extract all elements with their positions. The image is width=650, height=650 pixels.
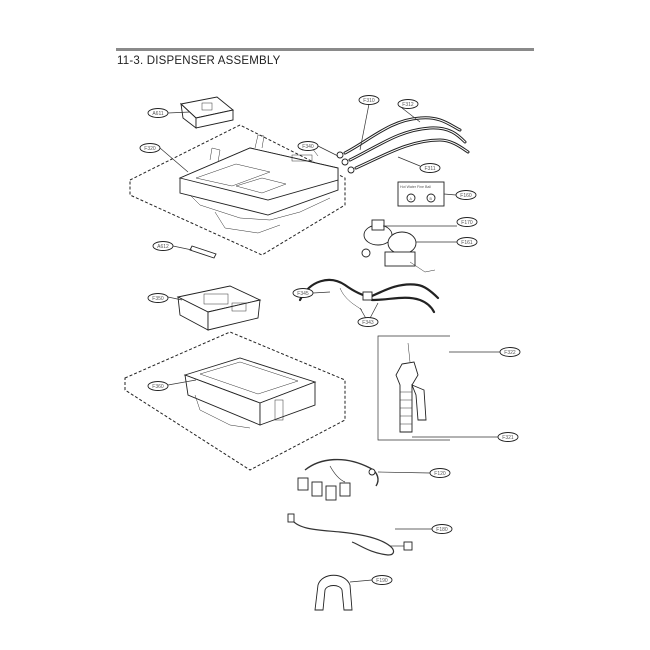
small-rod-part — [189, 245, 217, 259]
drain-tube — [395, 342, 427, 433]
callout-f311: F311 — [419, 163, 441, 173]
callout-f160: F160 — [455, 190, 477, 200]
svg-text:F160: F160 — [460, 193, 472, 199]
hose-bracket — [314, 574, 353, 611]
dispenser-housing-lower — [183, 357, 317, 429]
bracket-frame — [377, 335, 450, 441]
housing-outline-lower — [124, 331, 346, 471]
valve-label-text: Hot Water Fine Ball — [400, 185, 431, 189]
callout-f161: F161 — [456, 237, 478, 247]
connector-harness — [297, 458, 379, 501]
callout-f343: F343 — [357, 317, 379, 327]
sensor-cable — [287, 513, 413, 556]
svg-text:F321: F321 — [502, 435, 514, 441]
svg-text:F340: F340 — [302, 144, 314, 150]
svg-text:F161: F161 — [461, 240, 473, 246]
valve-label-plate: Hot Water Fine Ball A B — [397, 181, 445, 207]
callout-a612: A612 — [152, 241, 174, 251]
valve-badge-a: A — [410, 197, 413, 201]
svg-text:F350: F350 — [152, 296, 164, 302]
housing-outline-upper — [129, 124, 346, 256]
svg-text:F170: F170 — [461, 220, 473, 226]
page-title: 11-3. DISPENSER ASSEMBLY — [117, 55, 281, 67]
svg-text:F311: F311 — [424, 166, 435, 172]
leader-lines — [159, 103, 500, 583]
drawer-lower-part — [176, 285, 262, 331]
callout-f322: F322 — [499, 347, 521, 357]
svg-text:F190: F190 — [376, 578, 388, 584]
svg-text:F343: F343 — [362, 320, 374, 326]
valve-wire-harness — [298, 278, 440, 314]
callout-f350: F350 — [147, 293, 169, 303]
callout-a611: A611 — [147, 108, 169, 118]
inlet-hoses — [336, 116, 470, 174]
svg-text:A612: A612 — [157, 244, 169, 250]
drawer-top-part — [180, 96, 235, 129]
dispenser-housing-upper — [178, 134, 339, 234]
svg-text:F345: F345 — [297, 291, 309, 297]
svg-text:F360: F360 — [152, 384, 164, 390]
svg-text:F312: F312 — [402, 102, 414, 108]
water-valve — [361, 219, 436, 273]
header-rule — [116, 48, 534, 51]
valve-badge-b: B — [430, 197, 433, 201]
callout-f345: F345 — [292, 288, 314, 298]
callout-f180: F180 — [431, 524, 453, 534]
svg-text:F310: F310 — [363, 98, 375, 104]
callout-f190: F190 — [371, 575, 393, 585]
callout-f312: F312 — [397, 99, 419, 109]
svg-text:A611: A611 — [152, 111, 164, 117]
callout-f310: F310 — [358, 95, 380, 105]
callout-f360: F360 — [147, 381, 169, 391]
callout-f320: F320 — [139, 143, 161, 153]
svg-text:F320: F320 — [144, 146, 156, 152]
svg-text:F180: F180 — [436, 527, 448, 533]
svg-text:F322: F322 — [504, 350, 516, 356]
svg-text:F120: F120 — [434, 471, 446, 477]
callout-f120: F120 — [429, 468, 451, 478]
callout-f340: F340 — [297, 141, 319, 151]
callout-f170: F170 — [456, 217, 478, 227]
callout-f321: F321 — [497, 432, 519, 442]
